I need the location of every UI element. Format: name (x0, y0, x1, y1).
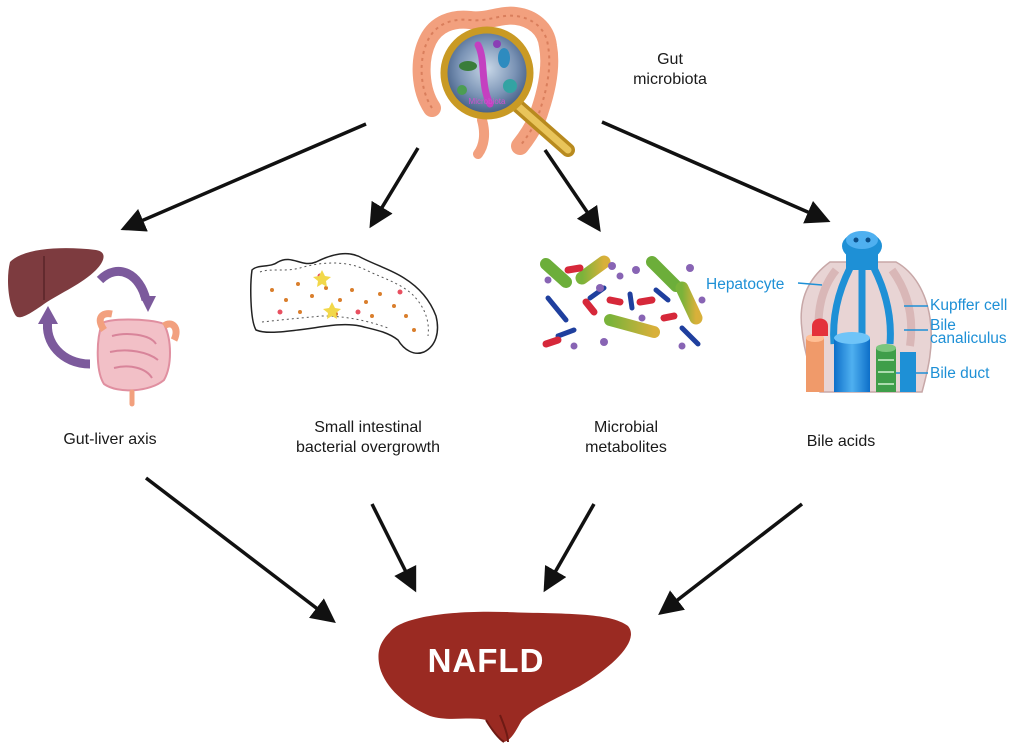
arrow-to-bile-acids (601, 120, 831, 224)
kupffer-cell-label: Kupffer cell (930, 297, 1008, 314)
arrow-to-sibo (369, 147, 420, 229)
microbial-metabolites-label: Microbial metabolites (585, 419, 667, 456)
bile-acids-lobule-icon (797, 231, 933, 393)
nafld-liver-icon (378, 611, 631, 743)
microbiota-icon-text: Microbiota (469, 97, 506, 106)
arrows-from-microbiota (120, 120, 831, 233)
gut-liver-axis-icon (8, 248, 180, 407)
gut-microbiota-label: Gut microbiota (633, 51, 707, 88)
arrow-metabolites-to-nafld (543, 503, 596, 593)
bile-canaliculus-label-line2: canaliculus (930, 330, 1007, 347)
bile-acids-label: Bile acids (806, 433, 876, 450)
bile-canaliculus-label-line1: Bile (930, 317, 956, 334)
arrow-gut-liver-axis-to-nafld (144, 476, 336, 623)
bile-duct-label: Bile duct (930, 365, 990, 382)
gut-liver-axis-label: Gut-liver axis (63, 431, 157, 448)
arrow-to-gut-liver-axis (120, 122, 367, 232)
arrow-sibo-to-nafld (370, 503, 417, 593)
microbial-metabolites-icon (540, 255, 706, 350)
arrow-bile-acids-to-nafld (658, 502, 804, 615)
arrow-to-metabolites (543, 149, 601, 233)
gut-microbiota-icon: Microbiota (412, 6, 575, 159)
nafld-label: NAFLD (427, 642, 545, 679)
hepatocyte-label: Hepatocyte (706, 276, 785, 293)
sibo-label: Small intestinal bacterial overgrowth (295, 419, 441, 456)
arrows-to-nafld (144, 476, 804, 623)
sibo-icon (250, 252, 439, 354)
